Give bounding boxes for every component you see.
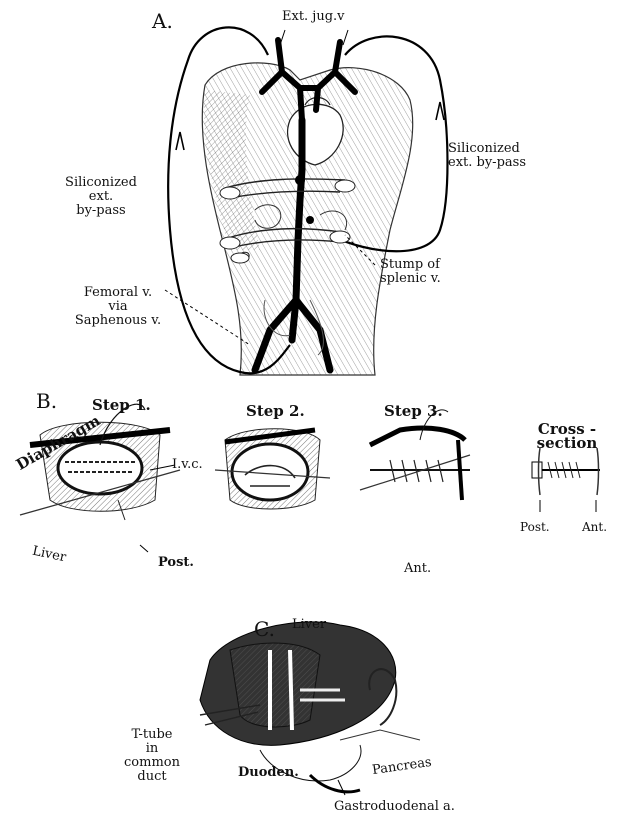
step3-sketch <box>360 410 470 500</box>
cross-section-ant-label: Ant. <box>582 520 607 534</box>
ant-label: Ant. <box>404 562 431 576</box>
post-label: Post. <box>158 556 194 570</box>
panel-b-letter: B. <box>36 394 57 408</box>
siliconized-bypass-right-label: Siliconized ext. by-pass <box>448 142 526 170</box>
duodenum-label: Duoden. <box>238 766 299 780</box>
step2-label: Step 2. <box>246 404 305 418</box>
siliconized-bypass-left-label: Siliconized ext. by-pass <box>42 176 160 218</box>
liver-c-label: Liver <box>292 618 326 632</box>
cross-section-post-label: Post. <box>520 520 550 534</box>
stump-splenic-label: Stump of splenic v. <box>380 258 441 286</box>
t-tube-label: T-tube in common duct <box>110 728 194 784</box>
step1-label: Step 1. <box>92 398 151 412</box>
cross-section-label: Cross - section <box>510 422 624 450</box>
step2-sketch <box>215 429 330 509</box>
panel-a-letter: A. <box>152 14 173 28</box>
step3-label: Step 3. <box>384 404 443 418</box>
gastroduodenal-label: Gastroduodenal a. <box>334 800 455 814</box>
ivc-label: I.v.c. <box>172 458 203 472</box>
femoral-label: Femoral v. via Saphenous v. <box>68 286 168 328</box>
cross-section-sketch <box>532 448 600 512</box>
panel-a-drawing <box>165 27 448 375</box>
ext-jug-label: Ext. jug.v <box>282 10 345 24</box>
panel-c-letter: C. <box>254 622 275 636</box>
